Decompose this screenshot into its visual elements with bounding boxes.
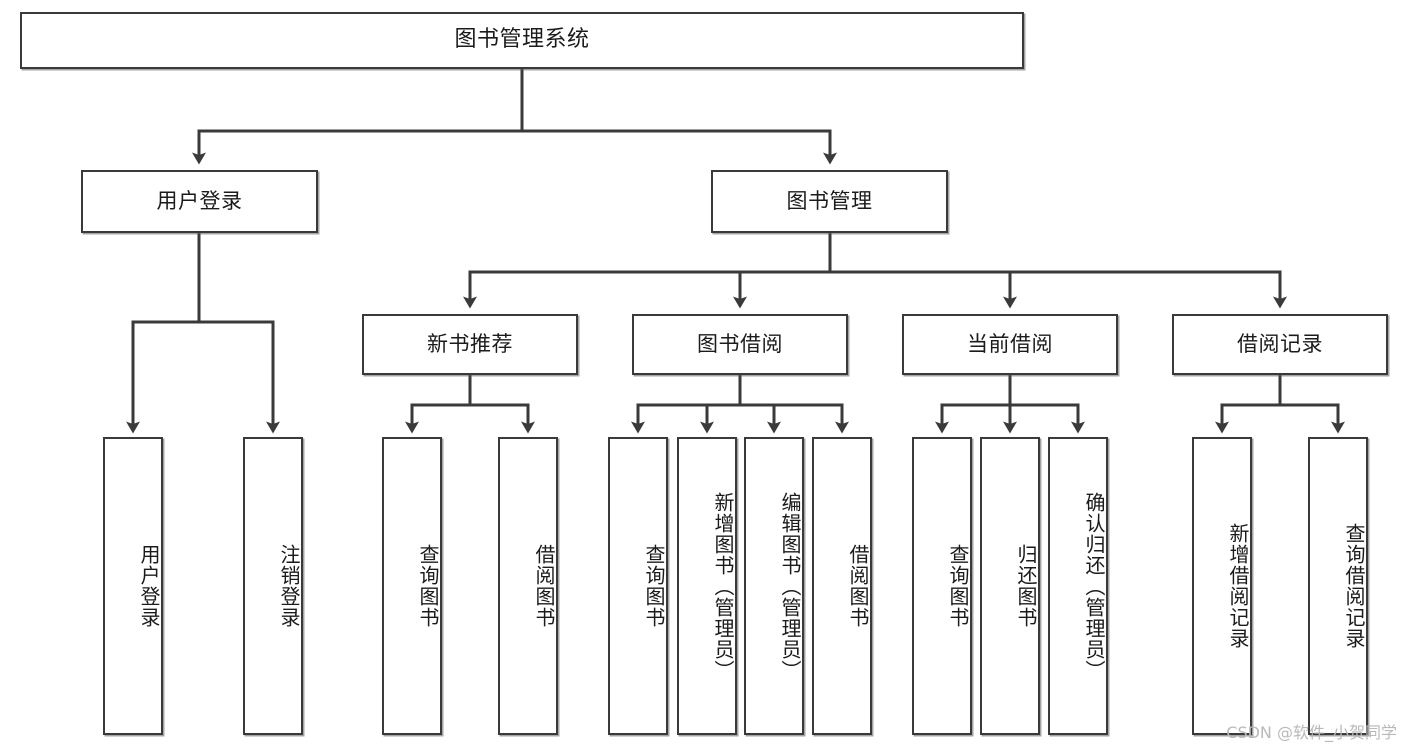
node-leaf-return-book[interactable]: 归还图书 [980, 437, 1040, 735]
node-leaf-confirm-return-label: 确认归还（管理员） [1082, 491, 1106, 681]
node-user-login[interactable]: 用户登录 [81, 170, 318, 233]
node-leaf-add-record[interactable]: 新增借阅记录 [1192, 437, 1252, 735]
node-leaf-query-book-3[interactable]: 查询图书 [912, 437, 972, 735]
watermark: CSDN @软件_小贺同学 [1226, 723, 1397, 742]
node-leaf-borrow-book-1-label: 借阅图书 [532, 544, 556, 628]
node-leaf-user-login-label: 用户登录 [137, 544, 161, 628]
node-leaf-edit-book[interactable]: 编辑图书（管理员） [744, 437, 804, 735]
node-book-borrow[interactable]: 图书借阅 [632, 314, 848, 375]
node-root-label: 图书管理系统 [454, 27, 590, 53]
node-leaf-query-record[interactable]: 查询借阅记录 [1308, 437, 1368, 735]
node-leaf-edit-book-label: 编辑图书（管理员） [778, 491, 802, 681]
node-borrow-record-label: 借阅记录 [1237, 331, 1323, 356]
node-leaf-query-record-label: 查询借阅记录 [1342, 523, 1366, 649]
node-leaf-user-login[interactable]: 用户登录 [103, 437, 163, 735]
node-book-management[interactable]: 图书管理 [711, 170, 948, 233]
node-root[interactable]: 图书管理系统 [20, 12, 1024, 69]
node-leaf-query-book-3-label: 查询图书 [946, 544, 970, 628]
node-leaf-borrow-book-1[interactable]: 借阅图书 [498, 437, 558, 735]
node-current-borrow[interactable]: 当前借阅 [902, 314, 1118, 375]
node-new-book-recommend[interactable]: 新书推荐 [362, 314, 578, 375]
node-new-book-recommend-label: 新书推荐 [427, 331, 513, 356]
node-leaf-user-logout-label: 注销登录 [277, 544, 301, 628]
node-leaf-user-logout[interactable]: 注销登录 [243, 437, 303, 735]
node-current-borrow-label: 当前借阅 [967, 331, 1053, 356]
node-leaf-add-book-label: 新增图书（管理员） [711, 491, 735, 681]
node-leaf-add-record-label: 新增借阅记录 [1226, 523, 1250, 649]
node-book-management-label: 图书管理 [786, 188, 873, 213]
node-leaf-query-book-2-label: 查询图书 [642, 544, 666, 628]
node-book-borrow-label: 图书借阅 [697, 331, 783, 356]
node-leaf-borrow-book-2[interactable]: 借阅图书 [812, 437, 872, 735]
node-leaf-confirm-return[interactable]: 确认归还（管理员） [1048, 437, 1108, 735]
node-leaf-query-book-1[interactable]: 查询图书 [382, 437, 442, 735]
node-leaf-query-book-1-label: 查询图书 [416, 544, 440, 628]
node-leaf-return-book-label: 归还图书 [1014, 544, 1038, 628]
node-user-login-label: 用户登录 [156, 188, 243, 213]
node-borrow-record[interactable]: 借阅记录 [1172, 314, 1388, 375]
node-leaf-add-book[interactable]: 新增图书（管理员） [677, 437, 737, 735]
node-leaf-query-book-2[interactable]: 查询图书 [608, 437, 668, 735]
node-leaf-borrow-book-2-label: 借阅图书 [846, 544, 870, 628]
